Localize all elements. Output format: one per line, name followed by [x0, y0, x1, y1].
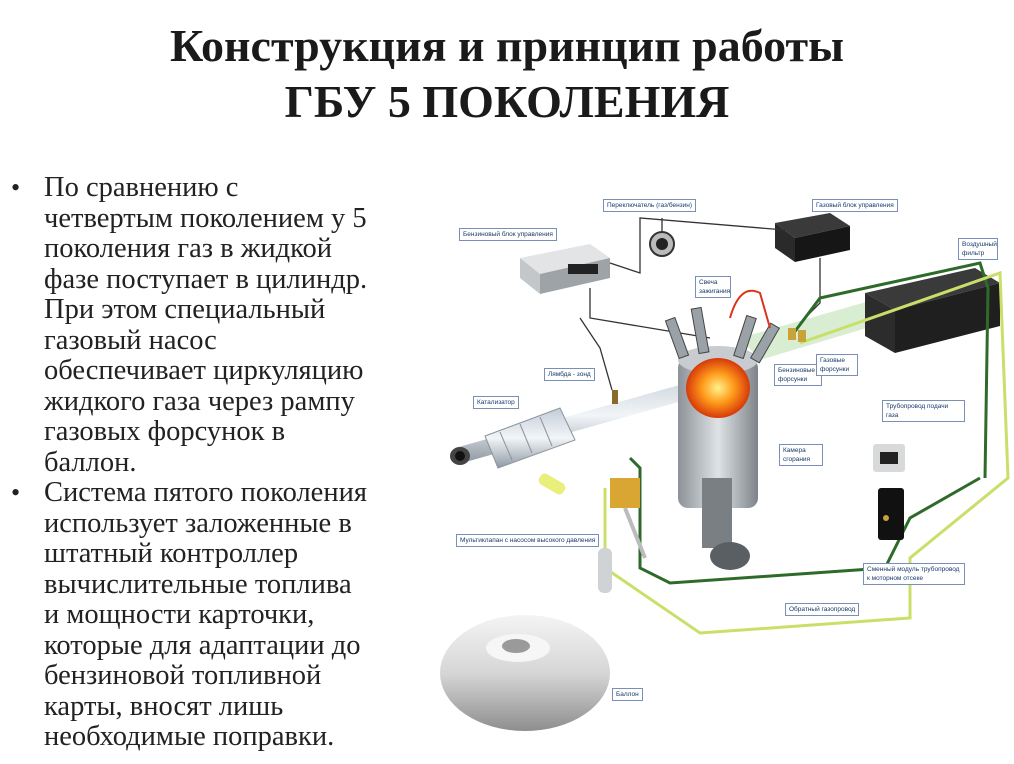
- bullet-line: газовый насос: [44, 324, 217, 356]
- diagram-illustration: [440, 213, 1010, 731]
- slide-title: Конструкция и принцип работы ГБУ 5 ПОКОЛ…: [0, 18, 1014, 130]
- petrol-ecu-icon: [520, 244, 610, 294]
- bullet-line: При этом специальный: [44, 294, 326, 325]
- exhaust-pipe-icon: [450, 368, 746, 469]
- bullet-line: которые для адаптации до: [44, 629, 361, 661]
- bullet-line: необходимые поправки.: [44, 721, 335, 752]
- label-tank: Баллон: [612, 688, 643, 701]
- label-return-line: Обратный газопровод: [785, 603, 860, 616]
- lambda-sensor-icon: [612, 390, 618, 404]
- bullet-line: баллон.: [44, 446, 137, 478]
- label-spark-plug: Свеча зажигания: [695, 276, 731, 298]
- intake-pipe: [740, 298, 900, 360]
- bullet-line: По сравнению с: [44, 172, 239, 203]
- catalyst-icon: [484, 407, 576, 469]
- bullet-dot-icon: •: [11, 478, 21, 507]
- gas-valve-module-icon: [873, 444, 905, 540]
- engine-cylinder-icon: [678, 346, 758, 570]
- gas-petrol-switch-icon: [649, 231, 675, 257]
- title-line-2: ГБУ 5 ПОКОЛЕНИЯ: [284, 76, 730, 127]
- spark-plug-wire: [729, 289, 771, 329]
- bullet-line: четвертым поколением у 5: [44, 202, 367, 234]
- lpg-system-diagram: Переключатель (газ/бензин) Газовый блок …: [440, 178, 1014, 759]
- bullet-line: фазе поступает в цилиндр.: [44, 263, 368, 295]
- bullet-line: газовых форсунок в: [44, 416, 286, 447]
- label-switch: Переключатель (газ/бензин): [603, 199, 697, 212]
- label-gas-ecu: Газовый блок управления: [812, 199, 898, 212]
- injectors-icon: [664, 306, 781, 364]
- label-module: Сменный модуль трубопровод к моторном от…: [863, 563, 965, 585]
- label-lambda: Лямбда - зонд: [544, 368, 595, 381]
- bullet-line: штатный контроллер: [44, 538, 299, 569]
- bullet-line: обеспечивает циркуляцию: [44, 355, 364, 386]
- bullet-line: бензиновой топливной: [44, 660, 322, 691]
- bullet-item-2: • Система пятого поколения использует за…: [8, 477, 440, 753]
- bullet-line: использует заложенные в: [44, 507, 352, 539]
- bullet-line: поколения газ в жидкой: [44, 233, 333, 264]
- label-catalyst: Катализатор: [473, 396, 519, 409]
- air-filter-icon: [865, 268, 1000, 353]
- bullet-line: карты, вносят лишь: [44, 690, 284, 722]
- label-petrol-ecu: Бензиновый блок управления: [459, 228, 557, 241]
- bullet-line: жидкого газа через рампу: [44, 385, 355, 417]
- gas-tank-icon: [440, 615, 610, 731]
- bullet-dot-icon: •: [11, 173, 21, 202]
- gas-injectors-icon: [788, 328, 806, 342]
- label-multivalve: Мультиклапан с насосом высокого давления: [456, 534, 600, 547]
- label-air-filter: Воздушный фильтр: [958, 238, 998, 260]
- bullet-item-1: • По сравнению с четвертым поколением у …: [8, 172, 440, 478]
- bullet-line: вычислительные топлива: [44, 568, 352, 600]
- title-line-1: Конструкция и принцип работы: [169, 20, 844, 71]
- bullet-line: Система пятого поколения: [44, 477, 367, 508]
- bullet-list: • По сравнению с четвертым поколением у …: [8, 172, 440, 753]
- label-gas-injectors: Газовые форсунки: [816, 354, 858, 376]
- label-feed-line: Трубопровод подачи газа: [882, 400, 965, 422]
- gas-ecu-icon: [775, 213, 850, 262]
- label-combustion-chamber: Камера сгорания: [779, 444, 823, 466]
- label-petrol-injectors: Бензиновые форсунки: [774, 364, 822, 386]
- gas-line-dark: [628, 261, 990, 585]
- multivalve-pump-icon: [538, 473, 647, 593]
- bullet-line: и мощности карточки,: [44, 599, 315, 630]
